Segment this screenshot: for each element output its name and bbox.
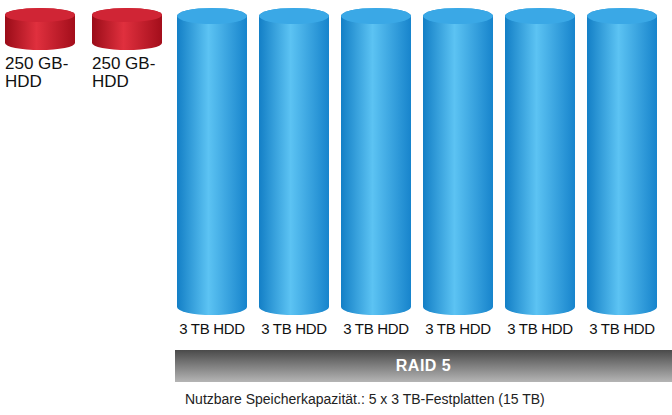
cylinder-shape xyxy=(505,8,575,315)
cylinder-body xyxy=(423,8,493,315)
hdd-cylinder: 3 TB HDD xyxy=(177,8,247,315)
cylinder-shape xyxy=(92,8,162,50)
cylinder-top xyxy=(423,8,493,24)
cylinder-shape xyxy=(341,8,411,315)
drive-label: 3 TB HDD xyxy=(177,320,247,337)
cylinder-top xyxy=(5,8,75,22)
caption: Nutzbare Speicherkapazität.: 5 x 3 TB-Fe… xyxy=(185,391,545,407)
hdd-cylinder: 3 TB HDD xyxy=(259,8,329,315)
hdd-cylinder: 3 TB HDD xyxy=(587,8,657,315)
hdd-cylinder: 250 GB- HDD xyxy=(92,8,162,50)
cylinder-top xyxy=(587,8,657,24)
drive-label: 250 GB- HDD xyxy=(92,55,166,91)
cylinder-top xyxy=(92,8,162,22)
cylinder-top xyxy=(341,8,411,24)
cylinder-shape xyxy=(259,8,329,315)
cylinder-shape xyxy=(587,8,657,315)
hdd-cylinder: 3 TB HDD xyxy=(505,8,575,315)
cylinder-top xyxy=(505,8,575,24)
cylinder-body xyxy=(259,8,329,315)
raid-label: RAID 5 xyxy=(396,357,451,375)
cylinder-body xyxy=(5,8,75,50)
drive-label: 250 GB- HDD xyxy=(5,55,79,91)
cylinder-body xyxy=(341,8,411,315)
cylinder-body xyxy=(177,8,247,315)
drive-label: 3 TB HDD xyxy=(587,320,657,337)
hdd-cylinder: 3 TB HDD xyxy=(341,8,411,315)
cylinder-shape xyxy=(5,8,75,50)
cylinder-shape xyxy=(177,8,247,315)
cylinder-shape xyxy=(423,8,493,315)
cylinder-top xyxy=(259,8,329,24)
drive-label: 3 TB HDD xyxy=(341,320,411,337)
cylinder-body xyxy=(92,8,162,50)
cylinder-top xyxy=(177,8,247,24)
drive-label: 3 TB HDD xyxy=(423,320,493,337)
hdd-cylinder: 250 GB- HDD xyxy=(5,8,75,50)
cylinder-body xyxy=(505,8,575,315)
raid-band: RAID 5 xyxy=(175,350,672,382)
drive-label: 3 TB HDD xyxy=(259,320,329,337)
drive-label: 3 TB HDD xyxy=(505,320,575,337)
cylinder-body xyxy=(587,8,657,315)
hdd-cylinder: 3 TB HDD xyxy=(423,8,493,315)
